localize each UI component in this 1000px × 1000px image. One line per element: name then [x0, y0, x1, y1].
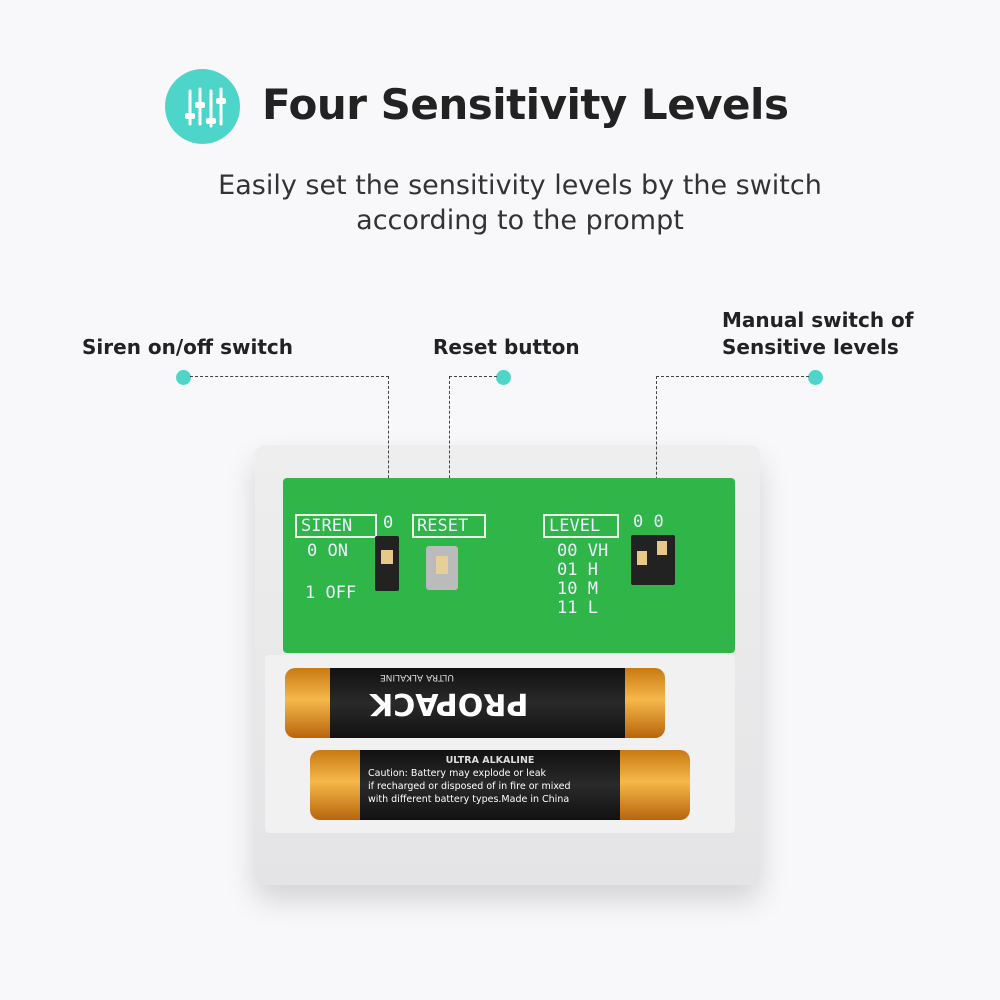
callout-level-line: Manual switch of [722, 308, 914, 332]
level-box [543, 514, 619, 538]
siren-dip-switch[interactable] [375, 536, 399, 591]
subtitle-line: according to the prompt [356, 205, 684, 236]
battery-bottom: ULTRA ALKALINE Caution: Battery may expl… [310, 750, 690, 820]
callout-dot [176, 370, 191, 385]
reset-box [412, 514, 486, 538]
level-row: 00 VH [557, 541, 609, 561]
battery-type: ULTRA ALKALINE [380, 672, 454, 682]
battery-caution: with different battery types.Made in Chi… [368, 794, 570, 805]
page-title: Four Sensitivity Levels [262, 80, 789, 129]
callout-level-line: Sensitive levels [722, 335, 899, 359]
callout-line [190, 376, 389, 377]
callout-level-label: Manual switch of Sensitive levels [722, 307, 913, 361]
subtitle: Easily set the sensitivity levels by the… [100, 168, 940, 238]
callout-line [656, 376, 809, 377]
level-row: 01 H [557, 560, 598, 580]
battery-compartment: ULTRA ALKALINE PROPACK ULTRA ALKALINE Ca… [265, 655, 735, 833]
battery-caution: Caution: Battery may explode or leak [368, 768, 547, 779]
battery-type: ULTRA ALKALINE [445, 755, 535, 766]
siren-box [295, 514, 377, 538]
sliders-icon [165, 69, 240, 144]
battery-caution: if recharged or disposed of in fire or m… [368, 781, 571, 792]
callout-line [388, 376, 389, 513]
level-dip-switch[interactable] [631, 535, 675, 585]
battery-top: ULTRA ALKALINE PROPACK [285, 668, 665, 738]
callout-line [656, 376, 657, 510]
callout-reset-label: Reset button [433, 335, 580, 359]
siren-state: 0 [383, 513, 394, 533]
siren-row: 0 ON [307, 541, 348, 561]
battery-brand: PROPACK [370, 686, 529, 721]
reset-button[interactable] [426, 546, 458, 590]
callout-line [449, 376, 450, 513]
circuit-board: SIREN 0 0 ON 1 OFF RESET LEVEL 0 0 00 VH… [283, 478, 735, 653]
level-row: 10 M [557, 579, 598, 599]
siren-title: SIREN [301, 516, 353, 536]
callout-dot [808, 370, 823, 385]
level-state: 0 0 [633, 512, 664, 532]
callout-line [449, 376, 497, 377]
callout-siren-label: Siren on/off switch [82, 335, 293, 359]
reset-title: RESET [417, 516, 469, 536]
level-title: LEVEL [549, 516, 601, 536]
subtitle-line: Easily set the sensitivity levels by the… [218, 170, 822, 201]
callout-dot [496, 370, 511, 385]
siren-row: 1 OFF [305, 583, 357, 603]
level-row: 11 L [557, 598, 598, 618]
